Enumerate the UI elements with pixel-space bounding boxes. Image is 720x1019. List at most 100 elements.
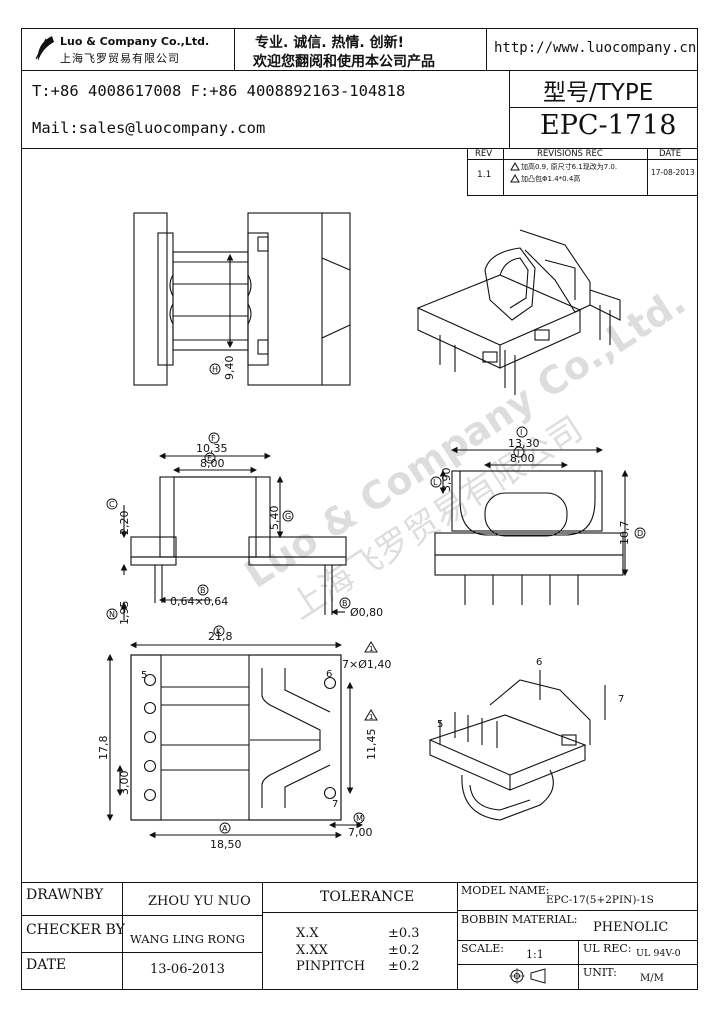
- header-divider-1: [234, 28, 235, 70]
- slogan-line-1: 专业. 诚信. 热情. 创新!: [255, 35, 404, 51]
- svg-text:L: L: [433, 478, 438, 487]
- bubble-j: J: [513, 446, 525, 458]
- type-divider: [509, 107, 698, 108]
- pin-7-label: 7: [332, 799, 338, 810]
- date-value: 13-06-2013: [150, 962, 225, 977]
- tb-col-1: [122, 882, 123, 990]
- tol-xxx-label: X.XX: [296, 943, 328, 958]
- tol-xxx-value: ±0.2: [388, 943, 420, 958]
- unit-label: UNIT:: [583, 966, 617, 979]
- tb-col-2: [262, 882, 263, 990]
- ul-label: UL REC:: [583, 942, 632, 955]
- drawing-frame: [21, 28, 698, 990]
- tol-pinpitch-value: ±0.2: [388, 959, 420, 974]
- tb-row-r3: [457, 964, 698, 965]
- model-name-value: EPC-17(5+2PIN)-1S: [546, 894, 654, 906]
- tol-pinpitch-label: PINPITCH: [296, 959, 366, 974]
- revision-table: [467, 148, 698, 196]
- company-logo-icon: [35, 36, 54, 61]
- dim-boss: 7×Ø1,40: [342, 658, 391, 671]
- tb-col-r: [578, 940, 579, 990]
- dim-9-40: 9,40: [223, 356, 236, 381]
- revision-note-2: 加凸包Φ1.4*0.4高: [521, 175, 581, 183]
- svg-text:N: N: [109, 610, 115, 619]
- dim-1-95: 1,95: [118, 601, 131, 626]
- iso-pin-5-label: 5: [437, 719, 443, 730]
- revision-header-line: [467, 159, 698, 160]
- model-name-label: MODEL NAME:: [461, 884, 550, 897]
- bubble-b: B: [197, 584, 209, 596]
- side-view-top: [133, 212, 269, 386]
- dim-8-00-a: 8,00: [200, 457, 225, 470]
- company-name-en: Luo & Company Co.,Ltd.: [60, 35, 210, 48]
- revision-col-1: [503, 148, 504, 196]
- tol-xx-label: X.X: [296, 926, 319, 941]
- bubble-c: C: [106, 498, 118, 510]
- bubble-n: N: [106, 608, 118, 620]
- slogan-line-2: 欢迎您翻阅和使用本公司产品: [253, 54, 435, 70]
- drawnby-label: DRAWNBY: [26, 887, 104, 903]
- website-url[interactable]: http://www.luocompany.cn: [494, 40, 697, 56]
- bubble-f: F: [208, 432, 220, 444]
- dim-17-8: 17,8: [97, 736, 110, 761]
- revision-triangle-icon: [510, 162, 520, 171]
- iso-pin-7-label: 7: [618, 694, 624, 705]
- svg-text:M: M: [356, 814, 363, 823]
- bubble-h: H: [209, 363, 221, 375]
- svg-text:B: B: [342, 599, 348, 608]
- header-divider-2: [486, 28, 487, 70]
- svg-text:A: A: [222, 824, 228, 833]
- dim-5-40: 5,40: [268, 506, 281, 531]
- tri-label-2: 1: [369, 713, 373, 721]
- bobbin-label: BOBBIN MATERIAL:: [461, 913, 578, 926]
- revision-triangle-icon-2: [510, 174, 520, 183]
- tb-row-2: [21, 952, 262, 953]
- dim-10-7: 10,7: [618, 521, 631, 546]
- svg-text:G: G: [285, 512, 291, 521]
- revision-col-2: [647, 148, 648, 196]
- tol-xx-value: ±0.3: [388, 926, 420, 941]
- svg-text:J: J: [516, 448, 519, 457]
- isometric-view-top: [416, 229, 621, 395]
- header-bottom-line: [21, 148, 698, 149]
- dim-0-80: Ø0,80: [350, 606, 383, 619]
- svg-text:C: C: [109, 500, 115, 509]
- checker-label: CHECKER BY: [26, 922, 125, 938]
- bubble-a: A: [219, 822, 231, 834]
- drawnby-value: ZHOU YU NUO: [148, 894, 251, 909]
- dim-13-30: 13,30: [508, 437, 540, 450]
- bubble-i: I: [516, 426, 528, 438]
- ul-value: UL 94V-0: [636, 948, 681, 959]
- tb-row-r2: [457, 940, 698, 941]
- rec-col-header: REVISIONS REC: [537, 149, 603, 159]
- bubble-l: L: [430, 476, 442, 488]
- tb-row-tol: [262, 912, 457, 913]
- rev-col-header: REV: [475, 149, 493, 159]
- tb-col-3: [457, 882, 458, 990]
- dim-3-90: 3,90: [440, 468, 453, 493]
- header-mid-line: [21, 70, 698, 71]
- type-label: 型号/TYPE: [543, 80, 654, 106]
- checker-value: WANG LING RONG: [130, 932, 245, 946]
- front-view-right: [434, 446, 629, 605]
- svg-text:E: E: [207, 454, 212, 463]
- company-name-cn: 上海飞罗贸易有限公司: [60, 52, 180, 65]
- dim-11-45: 11,45: [365, 729, 378, 761]
- svg-text:D: D: [637, 529, 643, 538]
- bubble-m: M: [353, 812, 365, 824]
- tolerance-label: TOLERANCE: [320, 889, 415, 905]
- tri-label-1: 1: [369, 645, 373, 653]
- pin-5-label: 5: [141, 670, 147, 681]
- phone-fax: T:+86 4008617008 F:+86 4008892163-104818: [32, 82, 406, 100]
- dim-2-20: 2,20: [118, 511, 131, 536]
- date-label: DATE: [26, 957, 67, 973]
- tb-row-1: [21, 915, 262, 916]
- bobbin-value: PHENOLIC: [593, 920, 669, 935]
- date-col-header: DATE: [659, 149, 682, 159]
- svg-text:H: H: [212, 365, 218, 374]
- revision-note-1: 加高0.9, 原尺寸6.1现改为7.0.: [521, 163, 618, 171]
- dim-7-00: 7,00: [348, 826, 373, 839]
- scale-label: SCALE:: [461, 942, 504, 955]
- email-address[interactable]: Mail:sales@luocompany.com: [32, 119, 266, 137]
- front-view-middle: [120, 452, 347, 620]
